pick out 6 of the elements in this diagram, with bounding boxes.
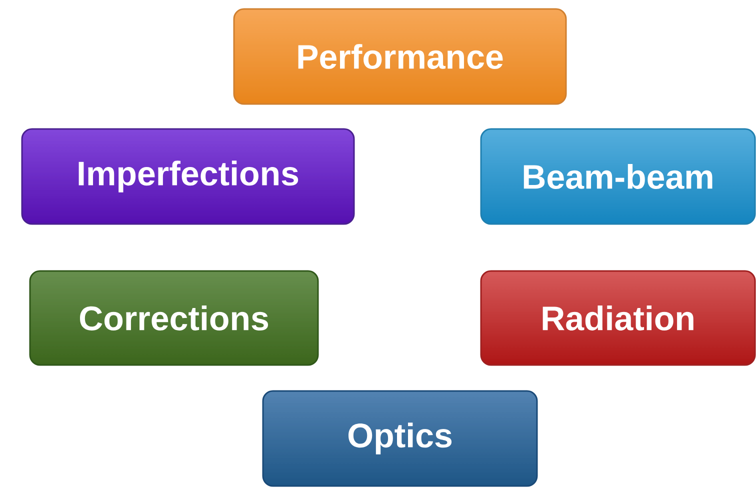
topic-box: Imperfections	[21, 128, 355, 225]
topic-box: Radiation	[480, 270, 756, 366]
topic-box: Corrections	[29, 270, 319, 366]
topic-box: Optics	[262, 390, 538, 487]
topic-box: Beam-beam	[480, 128, 756, 225]
topic-box: Performance	[233, 8, 567, 105]
